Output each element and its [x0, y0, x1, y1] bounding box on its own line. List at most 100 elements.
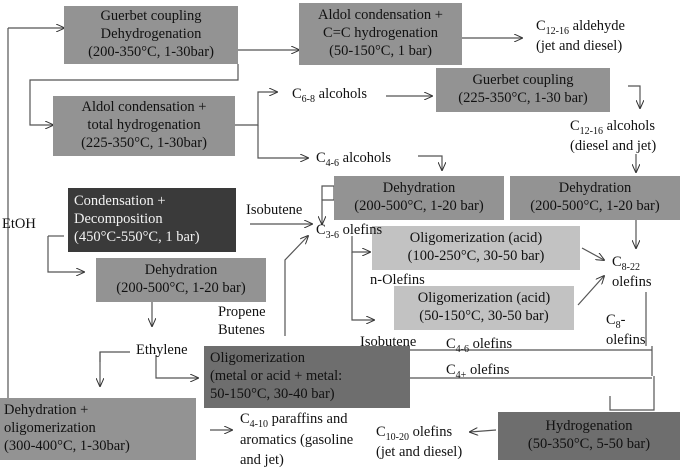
box-line: Oligomerization — [210, 350, 306, 367]
box-line: (50-350°C, 5-50 bar) — [527, 436, 651, 452]
c8-22-olefins-label: C8-22 olefins — [612, 254, 651, 291]
chem-rest: - — [620, 312, 626, 328]
box-line: Dehydration + — [4, 402, 89, 419]
chem-rest: olefins — [409, 424, 453, 440]
propene-label: Propene — [218, 304, 266, 320]
chem-line2: aromatics (gasoline and jet) — [240, 432, 354, 468]
isobutene-label-2: Isobutene — [360, 334, 417, 350]
condensation-decomposition-box: Condensation + Decomposition (450°C-550°… — [68, 188, 236, 252]
chem-line2: olefins — [612, 273, 652, 290]
chem-c: C — [240, 411, 250, 427]
isobutene-label-1: Isobutene — [246, 202, 303, 218]
box-line: oligomerization — [4, 420, 96, 437]
chem-rest: aldehyde — [569, 18, 625, 34]
c4plus-olefins-label: C4+ olefins — [446, 362, 509, 382]
chem-sub: 8-22 — [621, 261, 641, 273]
c4-6-olefins-label: C4-6 olefins — [446, 336, 512, 356]
chem-rest: olefins — [469, 336, 513, 352]
chem-line2: (diesel and jet) — [570, 137, 657, 154]
c8-olefins-label: C8- olefins — [606, 312, 645, 349]
chem-c: C — [446, 362, 456, 378]
chem-sub: 8 — [615, 319, 621, 331]
dehydration-box-a: Dehydration (200-500°C, 1-20 bar) — [334, 176, 504, 220]
c12-16-aldehyde-label: C12-16 aldehyde (jet and diesel) — [536, 18, 625, 55]
aldol-total-hydrogenation-box: Aldol condensation + total hydrogenation… — [53, 96, 235, 156]
chem-rest: alcohols — [603, 118, 655, 134]
chem-c: C — [606, 312, 616, 328]
dehydration-oligomerization-box: Dehydration + oligomerization (300-400°C… — [0, 398, 196, 460]
chem-rest: alcohols — [315, 86, 367, 102]
box-line: Hydrogenation — [545, 418, 633, 435]
chem-rest: olefins — [466, 362, 510, 378]
c6-8-alcohols-label: C6-8 alcohols — [292, 86, 367, 106]
dehydration-box-c: Dehydration (200-500°C, 1-20 bar) — [96, 258, 266, 302]
box-line: (200-500°C, 1-20 bar) — [116, 280, 246, 296]
guerbet-dehydrogenation-box: Guerbet coupling Dehydrogenation (200-35… — [64, 6, 238, 64]
box-line: total hydrogenation — [87, 117, 201, 134]
chem-sub: 12-16 — [545, 25, 570, 37]
chem-line2: (jet and diesel) — [376, 443, 463, 460]
box-line: Condensation + — [74, 193, 166, 210]
box-line: Aldol condensation + — [318, 7, 443, 24]
box-line: Dehydration — [144, 262, 218, 279]
chem-c: C — [376, 424, 386, 440]
oligomerization-acid-box-1: Oligomerization (acid) (100-250°C, 30-50… — [372, 226, 580, 270]
chem-sub: 3-6 — [325, 229, 340, 241]
chem-c: C — [536, 18, 546, 34]
box-line: (50-150°C, 1 bar) — [329, 42, 432, 59]
box-line: (225-350°C, 1-30 bar) — [458, 90, 588, 106]
box-line: Dehydration — [382, 180, 456, 197]
box-line: (225-350°C, 1-30bar) — [81, 134, 207, 151]
box-line: (200-500°C, 1-20 bar) — [354, 198, 484, 214]
dehydration-box-b: Dehydration (200-500°C, 1-20 bar) — [510, 176, 680, 220]
box-line: (200-500°C, 1-20 bar) — [530, 198, 660, 214]
box-line: (100-250°C, 30-50 bar) — [407, 248, 545, 264]
c12-16-alcohols-label: C12-16 alcohols (diesel and jet) — [570, 118, 656, 155]
box-line: Oligomerization (acid) — [417, 290, 551, 307]
box-line: Guerbet coupling — [100, 8, 202, 25]
chem-sub: 4-6 — [325, 157, 340, 169]
c10-20-olefins-label: C10-20 olefins (jet and diesel) — [376, 424, 462, 461]
chem-rest: alcohols — [339, 150, 391, 166]
box-line: (metal or acid + metal: — [210, 368, 343, 385]
box-line: 50-150°C, 30-40 bar) — [210, 385, 335, 402]
c4-10-paraffins-label: C4-10 paraffins and aromatics (gasoline … — [240, 410, 364, 471]
chem-rest: paraffins and — [268, 411, 348, 427]
box-line: (200-350°C, 1-30bar) — [88, 43, 214, 60]
box-line: Decomposition — [74, 211, 163, 228]
chem-sub: 12-16 — [579, 125, 604, 137]
chem-c: C — [446, 336, 456, 352]
chem-sub: 4-10 — [249, 418, 269, 430]
ethylene-label: Ethylene — [136, 342, 188, 358]
guerbet-coupling-box-2: Guerbet coupling (225-350°C, 1-30 bar) — [436, 68, 610, 112]
box-line: Dehydration — [558, 180, 632, 197]
butenes-label: Butenes — [218, 322, 265, 338]
box-line: (300-400°C, 1-30bar) — [4, 437, 130, 454]
box-line: (50-150°C, 30-50 bar) — [419, 308, 549, 324]
chem-c: C — [316, 222, 326, 238]
chem-rest: olefins — [339, 222, 383, 238]
box-line: (450°C-550°C, 1 bar) — [74, 228, 200, 245]
box-line: Guerbet coupling — [472, 72, 574, 89]
chem-c: C — [570, 118, 580, 134]
aldol-cc-hydrogenation-box: Aldol condensation + C=C hydrogenation (… — [299, 3, 462, 65]
etoh-label: EtOH — [2, 216, 36, 232]
box-line: Dehydrogenation — [100, 26, 202, 43]
c3-6-olefins-label: C3-6 olefins — [316, 222, 382, 242]
c4-6-alcohols-label: C4-6 alcohols — [316, 150, 391, 170]
box-line: C=C hydrogenation — [323, 25, 438, 42]
box-line: Aldol condensation + — [81, 99, 207, 116]
chem-sub: 4+ — [455, 369, 467, 381]
chem-line2: (jet and diesel) — [536, 37, 623, 54]
chem-line2: olefins — [606, 331, 646, 348]
chem-sub: 10-20 — [385, 431, 410, 443]
hydrogenation-box: Hydrogenation (50-350°C, 5-50 bar) — [498, 412, 680, 460]
chem-c: C — [612, 254, 622, 270]
oligomerization-acid-box-2: Oligomerization (acid) (50-150°C, 30-50 … — [394, 286, 574, 330]
chem-c: C — [292, 86, 302, 102]
chem-sub: 6-8 — [301, 93, 316, 105]
n-olefins-label: n-Olefins — [370, 272, 425, 288]
chem-c: C — [316, 150, 326, 166]
